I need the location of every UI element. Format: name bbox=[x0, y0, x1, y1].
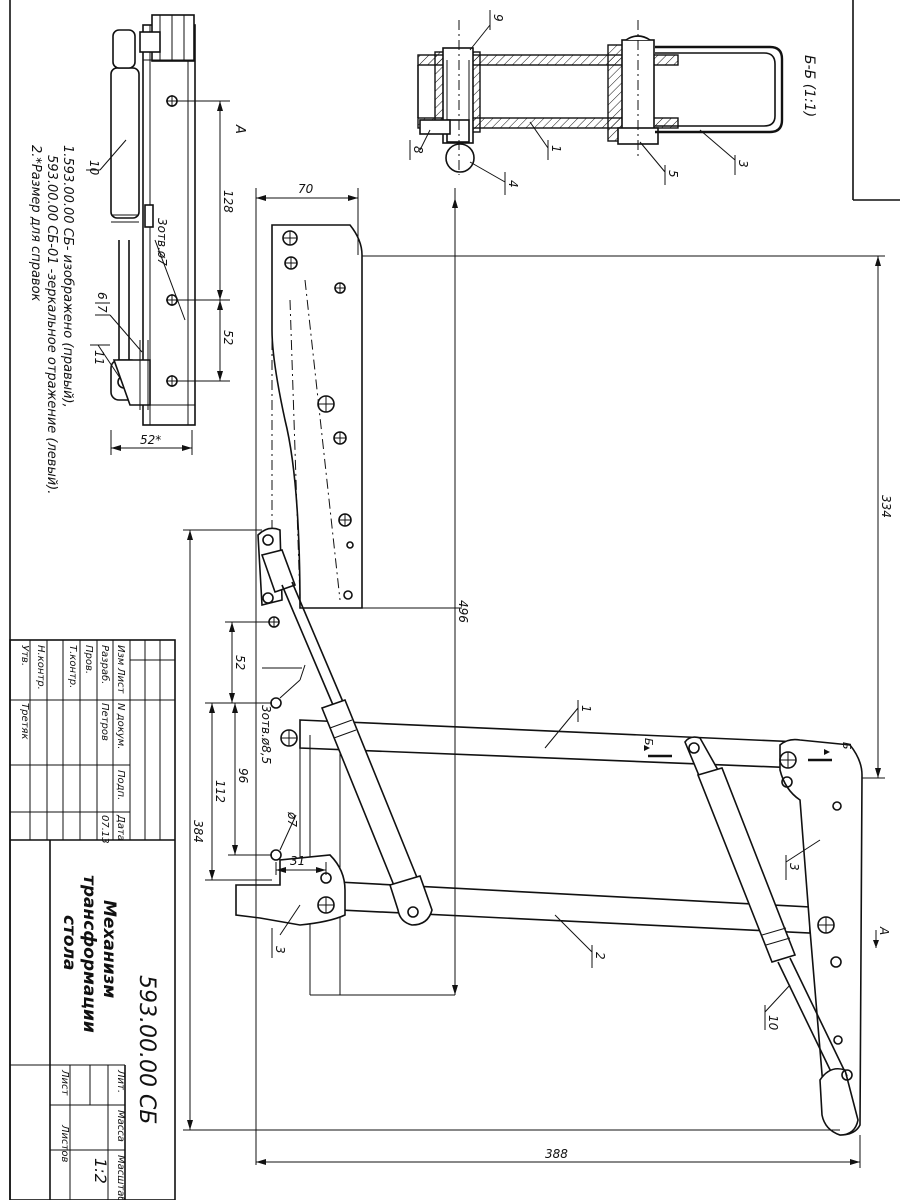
section-callout-9: 9 bbox=[491, 14, 505, 22]
dim-384: 384 bbox=[191, 820, 205, 843]
dim-52: 52 bbox=[233, 655, 247, 670]
dim-496: 496 bbox=[456, 600, 470, 623]
view-a-top: А bbox=[232, 124, 247, 134]
tb-utv-name: Третяк bbox=[19, 703, 30, 740]
section-callout-8: 8 bbox=[411, 146, 425, 154]
callout-main-3-right: 3 bbox=[787, 863, 801, 871]
callout-main-2: 2 bbox=[593, 952, 607, 960]
dim-112: 112 bbox=[213, 780, 227, 803]
strut-right bbox=[684, 736, 859, 1136]
main-view: 70 334 496 384 52 bbox=[183, 182, 893, 1168]
callout-side-10: 10 bbox=[87, 160, 101, 176]
tb-list-label: Лист bbox=[59, 1069, 70, 1097]
tb-name-3: стола bbox=[59, 915, 79, 971]
tb-col-list: Лист bbox=[115, 667, 126, 695]
callout-main-3-left: 3 bbox=[273, 946, 287, 954]
section-bb: 9 8 4 1 5 3 Б-Б (1:1) bbox=[409, 10, 817, 195]
tb-row-nkontr: Н.контр. bbox=[35, 645, 46, 690]
view-a-right: А bbox=[877, 926, 891, 935]
tb-masshtab-label: Масштаб bbox=[115, 1155, 127, 1200]
tb-date-value: 07.13 bbox=[99, 815, 110, 844]
main-callouts: 1 2 3 3 10 bbox=[271, 700, 821, 1031]
tb-name-2: трансформации bbox=[79, 875, 99, 1033]
main-dimensions: 70 334 496 384 52 bbox=[183, 182, 893, 1168]
dim-96: 96 bbox=[236, 768, 250, 784]
section-callout-5: 5 bbox=[666, 170, 680, 178]
tb-col-podp: Подп. bbox=[115, 770, 126, 800]
tb-masshtab-value: 1:2 bbox=[91, 1158, 110, 1184]
callout-side-6: 6 bbox=[95, 292, 109, 300]
note-line-2: 593.00.00 СБ-01 -зеркальное отражение (л… bbox=[44, 155, 59, 494]
tb-massa-label: Масса bbox=[115, 1110, 126, 1142]
hole-marker bbox=[166, 95, 178, 387]
tb-razrab-name: Петров bbox=[99, 703, 110, 741]
holes-7-label: 3отв.ø7 bbox=[155, 218, 169, 266]
section-label: Б-Б (1:1) bbox=[801, 55, 817, 117]
dim-388: 388 bbox=[545, 1147, 568, 1161]
tb-col-ndokum: N докум. bbox=[115, 703, 126, 749]
dim-31: 31 bbox=[290, 854, 305, 868]
section-callout-3: 3 bbox=[736, 160, 750, 168]
dim-52star: 52* bbox=[140, 433, 161, 447]
strut-left bbox=[257, 527, 433, 926]
dim-334: 334 bbox=[879, 495, 893, 518]
section-callout-1: 1 bbox=[549, 145, 563, 153]
title-block: Изм Лист N докум. Подп. Дата Разраб. Пет… bbox=[9, 639, 176, 1200]
note-line-3: 2.*Размер для справок bbox=[28, 145, 43, 302]
callout-main-10: 10 bbox=[766, 1015, 780, 1031]
section-markers: Б Б А bbox=[642, 738, 891, 948]
tb-col-data: Дата bbox=[115, 814, 126, 841]
tb-row-tkontr: Т.контр. bbox=[67, 645, 78, 688]
tb-row-razrab: Разраб. bbox=[99, 645, 111, 684]
tb-name-1: Механизм bbox=[99, 900, 119, 998]
callout-side-11: 11 bbox=[92, 350, 106, 365]
tb-lit-label: Лит. bbox=[115, 1069, 126, 1093]
tb-row-prov: Пров. bbox=[83, 645, 94, 674]
section-callout-4: 4 bbox=[506, 180, 520, 188]
note-line-1: 1.593.00.00 СБ- изображено (правый), bbox=[60, 145, 75, 408]
dim-52-side: 52 bbox=[221, 330, 235, 345]
callout-main-1: 1 bbox=[579, 705, 593, 713]
dim-70: 70 bbox=[298, 182, 314, 196]
section-mark-right: Б bbox=[840, 742, 853, 750]
tb-row-utv: Утв. bbox=[19, 645, 30, 666]
tb-listov-label: Листов bbox=[59, 1124, 70, 1162]
dia-7-label: ø7 bbox=[285, 811, 299, 827]
dim-128: 128 bbox=[221, 190, 235, 213]
callout-side-7: 7 bbox=[95, 305, 109, 313]
tb-designation: 593.00.00 СБ bbox=[134, 975, 159, 1124]
section-mark-left: Б bbox=[642, 738, 655, 746]
notes-block: 1.593.00.00 СБ- изображено (правый), 593… bbox=[28, 145, 75, 494]
holes-8-5-label: 3отв.ø8,5 bbox=[259, 705, 273, 764]
tb-col-izm: Изм bbox=[115, 645, 126, 666]
side-view: 128 52 А 3отв.ø7 52* 10 7 6 11 bbox=[86, 14, 247, 455]
main-holes bbox=[268, 230, 843, 1045]
